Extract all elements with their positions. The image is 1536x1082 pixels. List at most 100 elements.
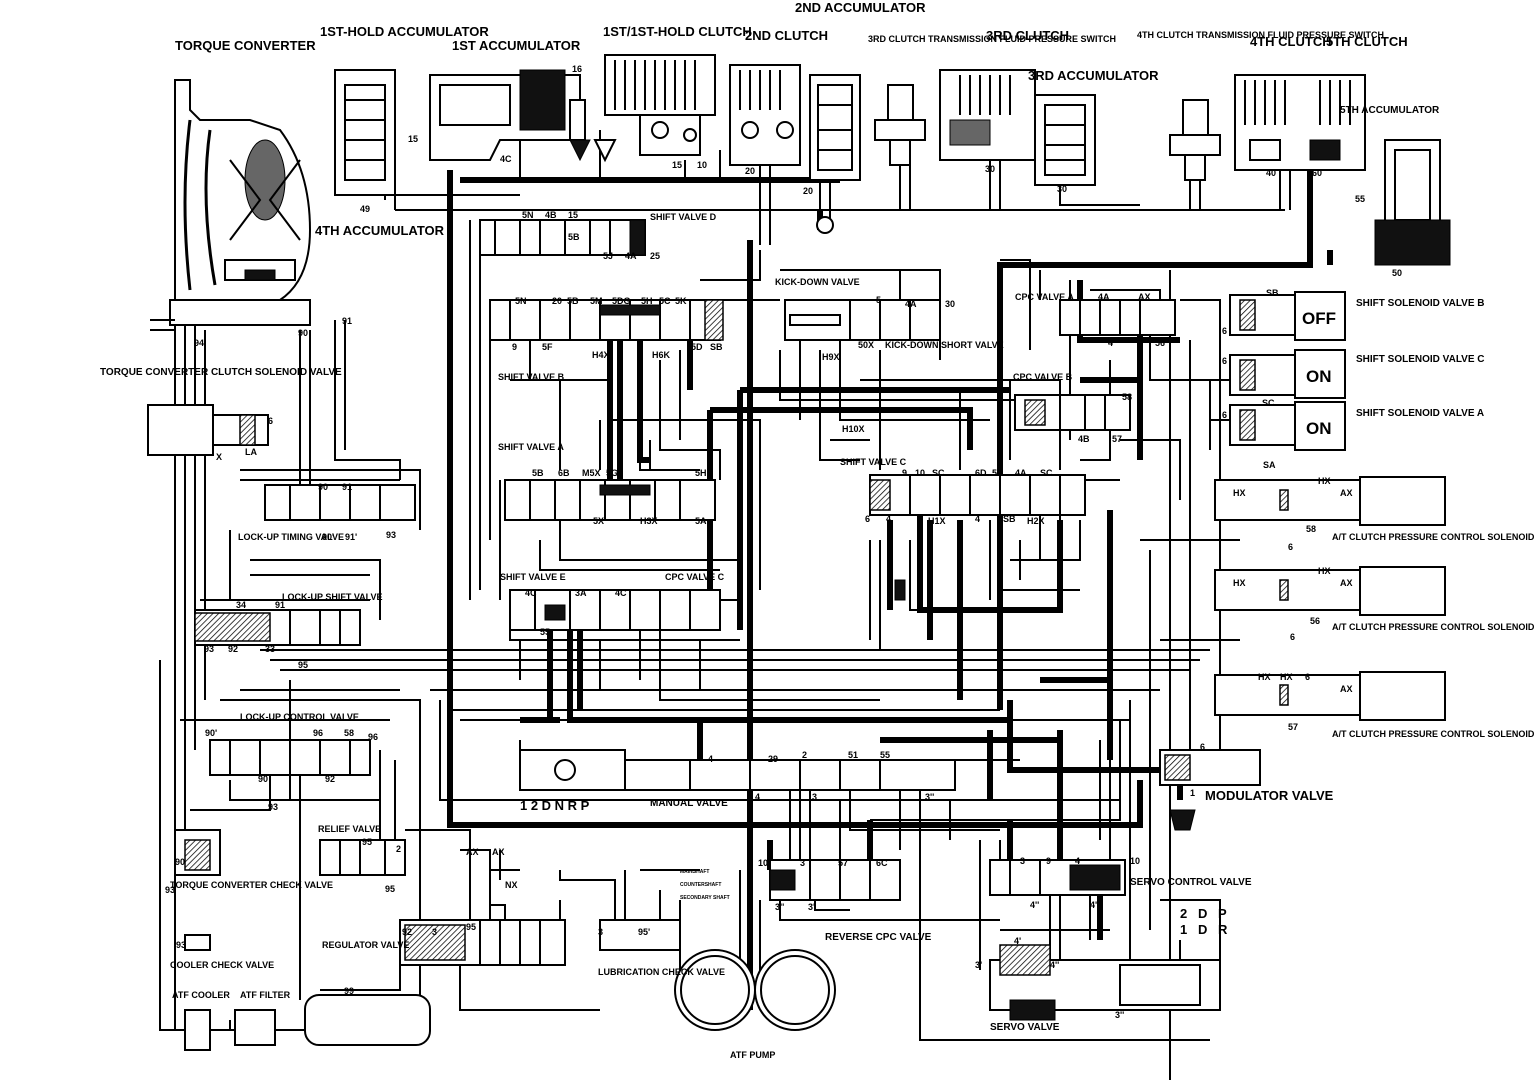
port: 57 bbox=[1288, 722, 1298, 732]
port: 3 bbox=[1020, 856, 1025, 866]
port: 3'' bbox=[1115, 1010, 1124, 1020]
port: 5B bbox=[568, 232, 580, 242]
port: 4 bbox=[708, 754, 713, 764]
port: 4 bbox=[755, 792, 760, 802]
port: 29 bbox=[768, 754, 778, 764]
port: 6 bbox=[1222, 410, 1227, 420]
label-accumulator-1st: 1ST ACCUMULATOR bbox=[452, 38, 581, 53]
port: AX bbox=[1340, 684, 1353, 694]
port: 4B bbox=[1078, 434, 1090, 444]
port: 5D bbox=[691, 342, 703, 352]
port: 5A bbox=[695, 516, 707, 526]
port: 6 bbox=[1222, 356, 1227, 366]
port: 4' bbox=[1014, 936, 1021, 946]
label-cpc-valve-b: CPC VALVE B bbox=[1013, 372, 1073, 382]
port: HX bbox=[1233, 488, 1246, 498]
port: 30 bbox=[1057, 184, 1067, 194]
port: 6 bbox=[268, 416, 273, 426]
port: 5J bbox=[603, 251, 613, 261]
port: 90 bbox=[318, 482, 328, 492]
port: 57 bbox=[1112, 434, 1122, 444]
port: 4A bbox=[1015, 468, 1027, 478]
port: 3'' bbox=[775, 902, 784, 912]
state-sol-b: OFF bbox=[1302, 309, 1336, 328]
port: 6 bbox=[865, 514, 870, 524]
accumulator-3rd-body bbox=[1034, 94, 1096, 186]
port: 4B bbox=[545, 210, 557, 220]
label-torque-converter: TORQUE CONVERTER bbox=[175, 38, 316, 53]
port: 6 bbox=[1305, 672, 1310, 682]
label-atf-pump: ATF PUMP bbox=[730, 1050, 775, 1060]
label-reverse-cpc-valve: REVERSE CPC VALVE bbox=[825, 932, 932, 943]
label-shift-sol-a: SHIFT SOLENOID VALVE A bbox=[1356, 408, 1484, 419]
label-servo-control-valve: SERVO CONTROL VALVE bbox=[1130, 877, 1252, 888]
port: 90 bbox=[258, 774, 268, 784]
label-accumulator-2nd: 2ND ACCUMULATOR bbox=[795, 0, 926, 15]
port: SB bbox=[710, 342, 723, 352]
port: 30 bbox=[945, 299, 955, 309]
port: 4A bbox=[625, 251, 637, 261]
port: 4'' bbox=[1050, 960, 1059, 970]
port: HX bbox=[1318, 476, 1331, 486]
port: LA bbox=[245, 447, 257, 457]
port: 4' bbox=[1090, 900, 1097, 910]
selector-r: R bbox=[1218, 922, 1228, 937]
port: H2X bbox=[1027, 516, 1045, 526]
port: H6K bbox=[652, 350, 671, 360]
port: 4C bbox=[500, 154, 512, 164]
port: 5N bbox=[515, 296, 527, 306]
port: AX bbox=[1340, 488, 1353, 498]
port: 58 bbox=[1122, 392, 1132, 402]
port: 93 bbox=[386, 530, 396, 540]
port: SB bbox=[1266, 288, 1279, 298]
port: H9X bbox=[822, 352, 840, 362]
valve-spools bbox=[174, 219, 1261, 1021]
port: 96 bbox=[313, 728, 323, 738]
port: 15 bbox=[568, 210, 578, 220]
port: 3' bbox=[975, 960, 982, 970]
port: 2 bbox=[802, 750, 807, 760]
label-atc-sol-b: A/T CLUTCH PRESSURE CONTROL SOLENOID VAL… bbox=[1332, 729, 1536, 739]
clutch-1st-hold-body bbox=[604, 54, 716, 156]
port: 4 bbox=[1108, 338, 1113, 348]
label-shift-sol-c: SHIFT SOLENOID VALVE C bbox=[1356, 354, 1485, 365]
port: 34 bbox=[236, 600, 246, 610]
selector-d2: D bbox=[1198, 922, 1207, 937]
accumulator-1st-body bbox=[429, 69, 617, 163]
port: 90' bbox=[322, 532, 334, 542]
label-atc-sol-c: A/T CLUTCH PRESSURE CONTROL SOLENOID VAL… bbox=[1332, 532, 1536, 542]
label-shift-valve-d: SHIFT VALVE D bbox=[650, 212, 717, 222]
port: SA bbox=[1263, 460, 1276, 470]
port: 4A bbox=[1098, 292, 1110, 302]
port: 16 bbox=[572, 64, 582, 74]
label-cpc-valve-c: CPC VALVE C bbox=[665, 572, 725, 582]
port: 5X bbox=[593, 516, 604, 526]
selector-2: 2 bbox=[1180, 906, 1187, 921]
state-sol-a: ON bbox=[1306, 419, 1332, 438]
port: 6C bbox=[876, 858, 888, 868]
port: 6 bbox=[1222, 326, 1227, 336]
label-servo-valve: SERVO VALVE bbox=[990, 1022, 1060, 1033]
port: 94 bbox=[194, 338, 204, 348]
note-countershaft: COUNTERSHAFT bbox=[680, 882, 721, 888]
port: 10 bbox=[915, 468, 925, 478]
component-labels: TORQUE CONVERTER 1ST-HOLD ACCUMULATOR 1S… bbox=[100, 0, 1536, 1060]
port: 5M bbox=[590, 296, 603, 306]
port: 25 bbox=[650, 251, 660, 261]
label-atf-filter: ATF FILTER bbox=[240, 990, 291, 1000]
clutch-2nd-body bbox=[729, 64, 801, 166]
port: HX bbox=[1280, 672, 1293, 682]
label-clutch-3rd: 3RD CLUTCH bbox=[986, 28, 1069, 43]
label-hold-accumulator-1st: 1ST-HOLD ACCUMULATOR bbox=[320, 24, 489, 39]
label-shift-valve-c: SHIFT VALVE C bbox=[840, 457, 907, 467]
label-kickdown-valve: KICK-DOWN VALVE bbox=[775, 277, 860, 287]
port: 55 bbox=[880, 750, 890, 760]
hold-accumulator-1st-body bbox=[334, 69, 396, 196]
port: 5K bbox=[675, 296, 687, 306]
port: 95 bbox=[362, 837, 372, 847]
port: 3' bbox=[808, 902, 815, 912]
port: SC bbox=[1262, 398, 1275, 408]
port: 92 bbox=[228, 644, 238, 654]
port: 93 bbox=[268, 802, 278, 812]
selector-positions: 2 D P 1 D R bbox=[1180, 906, 1228, 937]
